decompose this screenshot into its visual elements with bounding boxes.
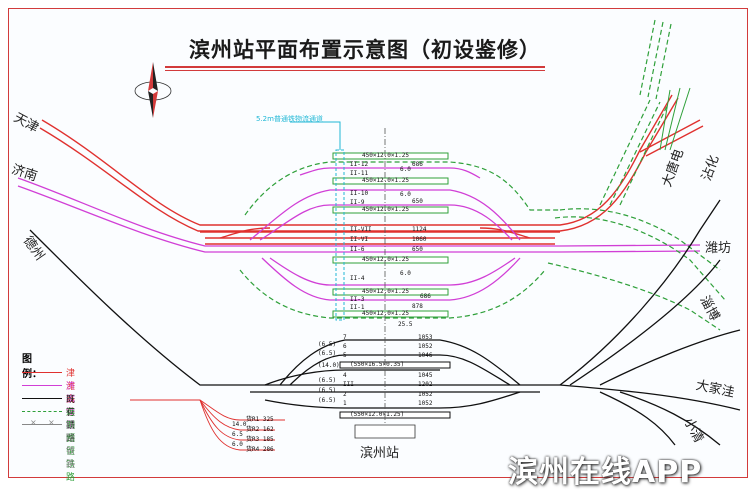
legend-label: 济滨铁路 xyxy=(66,382,76,431)
spacing-value: 6.5 xyxy=(232,431,243,438)
platform-dimension: 450×12.0×1.25 xyxy=(362,288,409,295)
cross-mark-icon: × xyxy=(48,418,55,427)
station-building xyxy=(354,424,416,439)
track-value: 1060 xyxy=(412,236,427,243)
legend-swatch xyxy=(22,385,62,386)
freight-channel xyxy=(290,121,345,321)
track-id: 1 xyxy=(343,400,347,407)
north-arrow-icon xyxy=(134,62,172,118)
upper-platforms xyxy=(332,152,449,318)
track-value: 1045 xyxy=(418,372,433,379)
track-id: II-1 xyxy=(350,304,365,311)
track-id: 7 xyxy=(343,334,347,341)
track-id: II-9 xyxy=(350,199,365,206)
track-value: 6.0 xyxy=(400,166,411,173)
spacing-value: 14.0 xyxy=(232,421,247,428)
freight-channel-label: 5.2m普通铁物流通道 xyxy=(256,115,323,123)
freight-branch-label: 货R2 162 xyxy=(246,426,274,433)
platform-dimension: 450×12.0×1.25 xyxy=(362,256,409,263)
cross-mark-icon: × xyxy=(30,418,37,427)
legend-swatch xyxy=(22,424,62,425)
legend-label: 津潍高铁 xyxy=(66,369,76,418)
spacing-value: (6.5) xyxy=(318,377,337,384)
track-id: II-4 xyxy=(350,275,365,282)
platform-dimension: (550×12.0×1.25) xyxy=(350,411,405,418)
track-value: 650 xyxy=(412,246,423,253)
legend-label: 既有铁路 xyxy=(66,395,76,444)
track-id: II-VI xyxy=(350,236,369,243)
track-id: 6 xyxy=(343,343,347,350)
platform-dimension: 450×12.0×1.25 xyxy=(362,206,409,213)
track-value: 1052 xyxy=(418,391,433,398)
jinwei-hsr-lines xyxy=(39,94,704,245)
track-id: II-6 xyxy=(350,246,365,253)
direction-weifang: 潍坊 xyxy=(705,241,732,256)
track-id: 5 xyxy=(343,352,347,359)
spacing-value: (6.5) xyxy=(318,341,337,348)
track-id: 2 xyxy=(343,391,347,398)
track-value: 1202 xyxy=(418,381,433,388)
freight-branch-lines xyxy=(130,399,285,451)
spacing-value: (6.5) xyxy=(318,387,337,394)
freight-branch-label: 货R1 325 xyxy=(246,416,274,423)
spacing-value: (6.5) xyxy=(318,350,337,357)
spacing-value: (6.5) xyxy=(318,397,337,404)
title-underline-thin xyxy=(165,70,545,71)
lower-platforms xyxy=(339,361,451,419)
platform-dimension: (550×16.5×0.35) xyxy=(350,361,405,368)
legend-label: 远期预留铁路 xyxy=(66,408,76,483)
track-id: II-10 xyxy=(350,190,369,197)
spacing-note: 25.5 xyxy=(398,321,413,328)
track-value: 6.0 xyxy=(400,191,411,198)
track-value: 686 xyxy=(412,161,423,168)
track-value: 686 xyxy=(420,293,431,300)
track-id: II-VII xyxy=(350,226,372,233)
track-value: 1052 xyxy=(418,343,433,350)
platform-dimension: 450×12.0×1.25 xyxy=(362,310,409,317)
legend-label: 拆除铁路 xyxy=(66,421,76,470)
spacing-value: 6.0 xyxy=(232,441,243,448)
platform-dimension: 450×12.0×1.25 xyxy=(362,152,409,159)
track-value: 1046 xyxy=(418,352,433,359)
track-value: 1124 xyxy=(412,226,427,233)
jibin-railway-lines xyxy=(17,167,701,301)
freight-branch-label: 货R3 185 xyxy=(246,436,274,443)
watermark: 滨州在线APP xyxy=(508,455,703,490)
legend-heading: 图例： xyxy=(22,354,42,380)
title-underline xyxy=(165,66,545,68)
station-name: 滨州站 xyxy=(360,446,400,461)
track-id: III xyxy=(343,381,354,388)
legend-swatch xyxy=(22,372,62,373)
track-id: II-11 xyxy=(350,170,369,177)
spacing-value: (14.0) xyxy=(318,362,340,369)
legend-swatch xyxy=(22,398,62,399)
track-id: II-3 xyxy=(350,296,365,303)
track-id: 4 xyxy=(343,372,347,379)
platform-dimension: 450×12.0×1.25 xyxy=(362,177,409,184)
freight-branch-label: 货R4 286 xyxy=(246,446,274,453)
page-title: 滨州站平面布置示意图（初设鉴修） xyxy=(189,38,541,62)
track-value: 1053 xyxy=(418,334,433,341)
track-value: 878 xyxy=(412,303,423,310)
existing-railway-lines xyxy=(29,199,741,446)
track-value: 1052 xyxy=(418,400,433,407)
track-id: II-12 xyxy=(350,161,369,168)
reserved-northern-fan xyxy=(659,87,691,151)
reserved-railway-lines xyxy=(239,19,726,331)
track-value: 6.0 xyxy=(400,270,411,277)
legend-swatch xyxy=(22,411,62,412)
track-value: 650 xyxy=(412,198,423,205)
